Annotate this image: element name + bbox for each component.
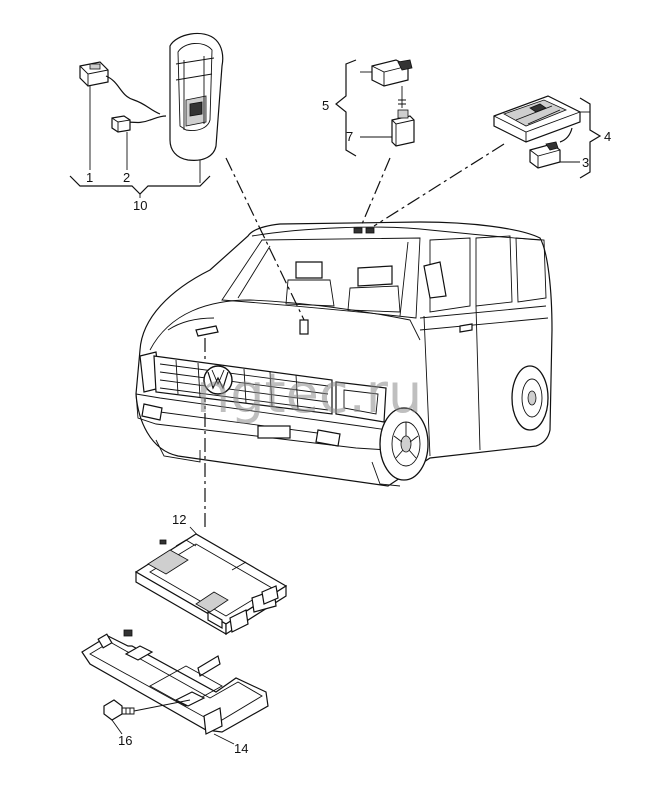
control-unit-icon: [134, 533, 288, 636]
interior-light-module-icon: [493, 95, 581, 143]
callout-7: 7: [346, 129, 353, 144]
roof-unit-right-icon: [365, 227, 375, 234]
mounting-bracket-icon: [81, 629, 269, 735]
vw-logo-icon: [203, 365, 233, 395]
bolt-16-icon: [103, 699, 135, 721]
connector-7-icon: [391, 109, 415, 147]
callout-3: 3: [582, 155, 589, 170]
grille-icon: [153, 355, 333, 415]
callout-4: 4: [604, 129, 611, 144]
part-5-icon: [371, 59, 413, 87]
van-icon: [135, 221, 553, 487]
callout-5: 5: [322, 98, 329, 113]
mirror-sensor-housing-icon: [169, 32, 224, 161]
side-mirror-icon: [423, 261, 447, 299]
callout-10: 10: [133, 198, 147, 213]
rear-wheel-icon: [511, 365, 549, 431]
callout-14: 14: [234, 741, 248, 756]
leader-to-roof-5: [361, 157, 391, 225]
foglight-left-icon: [141, 403, 163, 421]
callout-2: 2: [123, 170, 130, 185]
seats-icon: [285, 261, 401, 313]
roof-unit-left-icon: [353, 227, 363, 234]
front-wheel-icon: [379, 407, 429, 481]
watermark: ngtec.ru: [196, 362, 422, 425]
connector-1-icon: [79, 61, 109, 87]
connector-3-icon: [529, 141, 561, 169]
headlight-right-icon: [335, 381, 387, 423]
callout-1: 1: [86, 170, 93, 185]
bumper-grille-icon: [257, 425, 291, 439]
leader-to-roof-4: [373, 143, 505, 227]
leader-to-mirror: [225, 157, 307, 325]
roof-sensor-group-icon: [335, 59, 415, 157]
connector-2-icon: [111, 115, 131, 133]
hood-marker-icon: [195, 325, 219, 337]
foglight-right-icon: [315, 429, 341, 447]
windshield-sensor-marker-icon: [299, 319, 309, 335]
callout-12: 12: [172, 512, 186, 527]
sensor-group-icon: [69, 32, 224, 198]
callout-16: 16: [118, 733, 132, 748]
interior-light-group-icon: [493, 95, 602, 179]
